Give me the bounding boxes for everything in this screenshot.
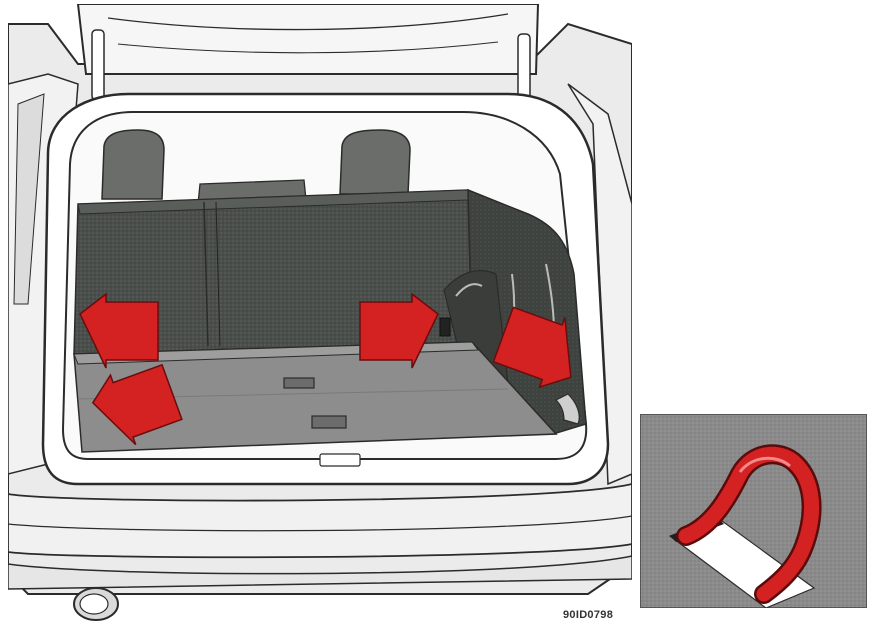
figure-code: 90ID0798: [563, 609, 613, 621]
tie-down-eyelet-icon: [640, 414, 867, 608]
rear-bumper: [8, 484, 632, 620]
cargo-area-illustration: [8, 4, 632, 624]
